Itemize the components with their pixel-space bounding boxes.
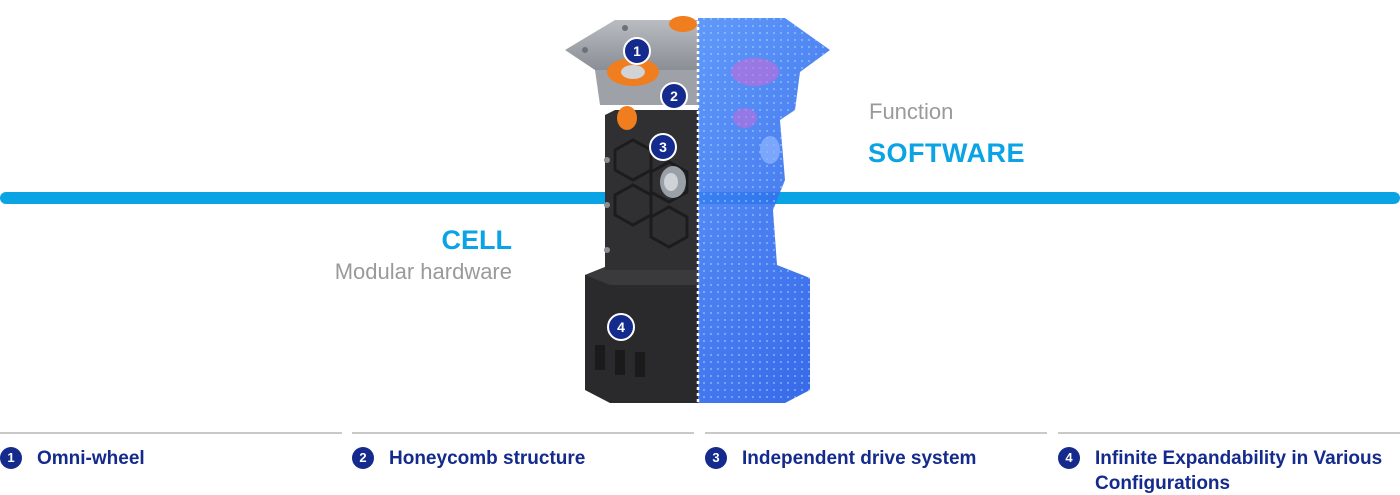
feature-label: Independent drive system	[742, 448, 977, 469]
cell-subtitle: Modular hardware	[334, 259, 512, 284]
callout-4: 4	[607, 313, 635, 341]
callout-4-number: 4	[617, 319, 625, 335]
callout-1: 1	[623, 37, 651, 65]
feature-number-badge: 4	[1058, 447, 1080, 469]
callout-1-number: 1	[633, 43, 641, 59]
callout-2: 2	[660, 82, 688, 110]
callout-2-number: 2	[670, 88, 678, 104]
software-half	[698, 18, 830, 403]
callout-3-number: 3	[659, 139, 667, 155]
software-title: SOFTWARE	[868, 138, 1025, 168]
feature-number-badge: 2	[352, 447, 374, 469]
feature-number-badge: 3	[705, 447, 727, 469]
software-subtitle: Function	[869, 99, 954, 124]
robot-module-illustration: 1 2 3 4	[565, 15, 830, 405]
feature-item-expandability: 4 Infinite Expandability in Various Conf…	[1058, 432, 1400, 495]
feature-item-honeycomb: 2 Honeycomb structure	[352, 432, 694, 495]
feature-label: Omni-wheel	[37, 448, 145, 469]
feature-label: Infinite Expandability in Various Config…	[1095, 448, 1383, 494]
cell-title: CELL	[441, 225, 513, 255]
feature-label: Honeycomb structure	[389, 448, 586, 469]
feature-item-drive-system: 3 Independent drive system	[705, 432, 1047, 495]
feature-item-omni-wheel: 1 Omni-wheel	[0, 432, 342, 495]
feature-number-badge: 1	[0, 447, 22, 469]
callout-3: 3	[649, 133, 677, 161]
